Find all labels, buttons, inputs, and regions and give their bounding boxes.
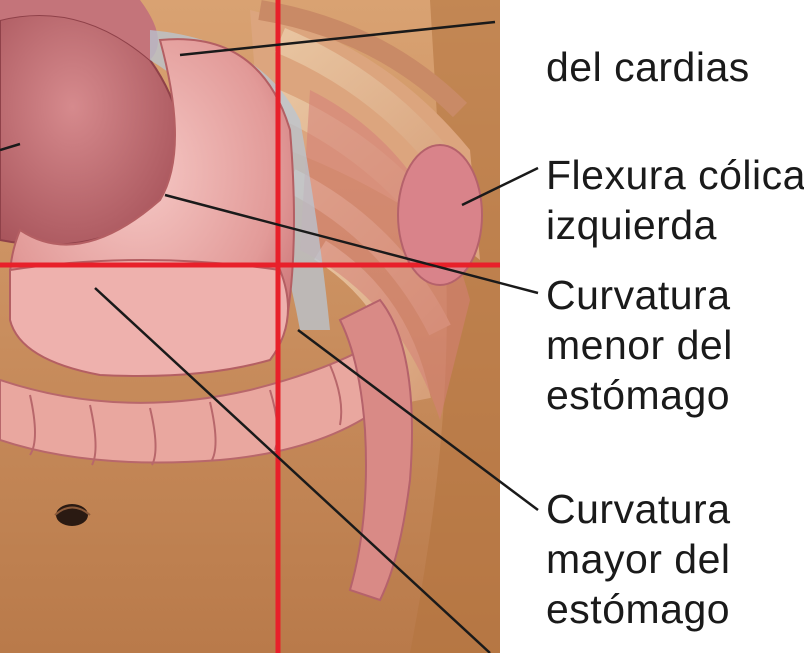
label-flexura-colica-izquierda: Flexura cólica izquierda	[546, 150, 804, 250]
label-line: izquierda	[546, 200, 804, 250]
label-line: Flexura cólica	[546, 150, 804, 200]
label-line: del cardias	[546, 42, 750, 92]
label-line: Curvatura	[546, 484, 731, 534]
label-line: Curvatura	[546, 270, 733, 320]
label-line: estómago	[546, 370, 733, 420]
label-del-cardias: del cardias	[546, 42, 750, 92]
label-line: menor del	[546, 320, 733, 370]
label-curvatura-mayor: Curvatura mayor del estómago	[546, 484, 731, 634]
label-line: mayor del	[546, 534, 731, 584]
label-line: estómago	[546, 584, 731, 634]
label-curvatura-menor: Curvatura menor del estómago	[546, 270, 733, 420]
